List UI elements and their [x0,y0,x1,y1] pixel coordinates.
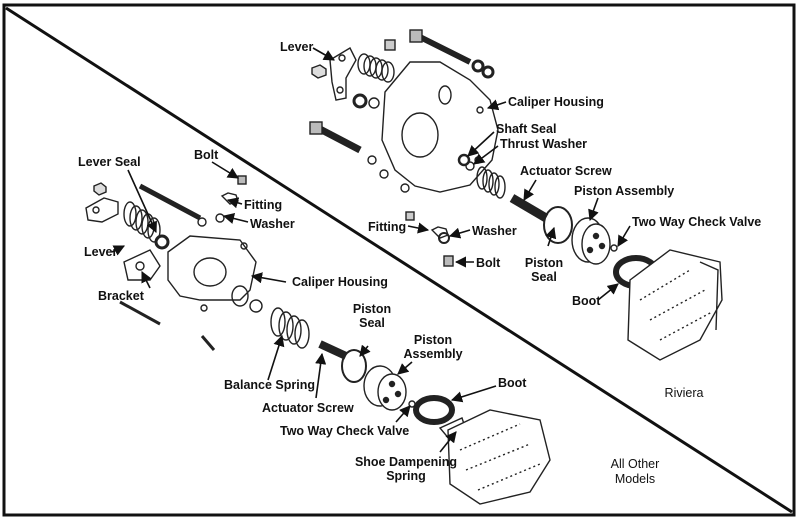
label-other-two-way-check-valve: Two Way Check Valve [280,424,410,438]
riviera-lever [329,47,357,101]
label-other-lever-seal: Lever Seal [78,155,141,169]
label-riviera-actuator-screw: Actuator Screw [520,164,612,178]
riviera-actuator-spring [476,166,506,199]
riviera-actuator-screw [509,194,549,222]
label-riviera-bolt: Bolt [476,256,501,270]
caption-all-other-models: All Other Models [610,457,660,486]
label-other-fitting: Fitting [244,198,283,212]
diagram-border [2,3,796,517]
label-riviera-fitting: Fitting [368,220,407,234]
label-other-shoe-dampening-spring: Shoe Dampening Spring [354,455,458,483]
label-other-actuator-screw: Actuator Screw [262,401,354,415]
label-other-piston-seal: Piston Seal [352,302,392,330]
other-caliper-housing [167,235,257,301]
label-other-balance-spring: Balance Spring [224,378,315,392]
label-riviera-two-way-check-valve: Two Way Check Valve [632,215,762,229]
label-riviera-boot: Boot [572,294,601,308]
label-riviera-piston-assembly: Piston Assembly [574,184,675,198]
label-riviera-piston-seal: Piston Seal [524,256,564,284]
riviera-brake-pad [627,249,723,361]
label-riviera-washer: Washer [472,224,517,238]
label-other-piston-assembly: Piston Assembly [403,333,463,361]
label-riviera-shaft-seal: Shaft Seal [496,122,557,136]
riviera-caliper-housing [381,61,499,193]
label-other-washer: Washer [250,217,295,231]
other-balance-spring [270,307,310,349]
label-riviera-caliper-housing: Caliper Housing [508,95,604,109]
riviera-spring [357,53,395,83]
other-spring [123,201,161,243]
other-models-parts [85,175,551,505]
other-boot [413,395,455,425]
other-piston-assembly [363,365,407,411]
label-other-caliper-housing: Caliper Housing [292,275,388,289]
leader-arrows [111,47,631,453]
other-piston-seal [341,349,367,383]
caption-riviera: Riviera [664,386,704,400]
riviera-piston-assembly [571,217,611,265]
diagonal-divider [5,6,793,514]
label-other-bracket: Bracket [98,289,144,303]
riviera-piston-seal [543,206,573,244]
other-actuator-screw [318,340,348,360]
other-lever [85,197,119,223]
label-riviera-lever: Lever [280,40,314,54]
other-bracket [123,249,161,281]
riviera-nut [311,64,327,79]
riviera-parts [309,29,723,361]
label-riviera-thrust-washer: Thrust Washer [500,137,588,151]
label-other-lever: Lever [84,245,118,259]
label-other-bolt: Bolt [194,148,219,162]
label-other-boot: Boot [498,376,527,390]
